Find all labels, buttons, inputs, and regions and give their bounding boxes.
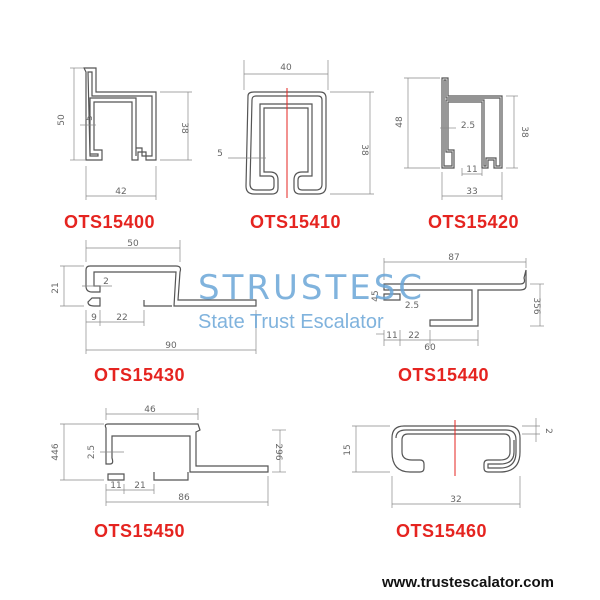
watermark-tagline: State Trust Escalator bbox=[198, 311, 384, 333]
dim-ots15430-gap: 22 bbox=[116, 313, 127, 323]
dim-ots15440-total: 60 bbox=[424, 343, 436, 353]
caption-ots15440: OTS15440 bbox=[398, 365, 490, 385]
profile-ots15440: 87 45 2.5 356 11 22 60 bbox=[371, 253, 544, 353]
profile-ots15410: 40 38 5 bbox=[217, 60, 374, 198]
dim-ots15450-thickness: 2.5 bbox=[87, 445, 97, 459]
watermark-brand: STRUSTESC bbox=[198, 268, 426, 308]
caption-ots15430: OTS15430 bbox=[94, 365, 186, 385]
dim-ots15440-lip: 11 bbox=[386, 331, 397, 341]
dim-ots15430-height: 21 bbox=[51, 282, 61, 293]
dim-ots15450-width: 46 bbox=[144, 405, 156, 415]
caption-ots15420: OTS15420 bbox=[428, 212, 520, 232]
dim-ots15400-height: 50 bbox=[57, 114, 67, 126]
website-url[interactable]: www.trustescalator.com bbox=[382, 574, 555, 591]
dim-ots15410-thickness: 5 bbox=[217, 149, 223, 159]
profile-ots15450: 46 446 2.5 296 11 21 86 bbox=[51, 405, 286, 506]
dim-ots15410-width: 40 bbox=[280, 63, 292, 73]
dim-ots15430-thickness: 2 bbox=[103, 277, 109, 287]
dim-ots15460-thickness: 2 bbox=[543, 428, 553, 434]
dim-ots15400-width: 42 bbox=[115, 187, 126, 197]
dim-ots15430-width: 50 bbox=[127, 239, 139, 249]
dim-ots15420-inner-height: 38 bbox=[519, 126, 529, 138]
dim-ots15420-height: 48 bbox=[395, 116, 405, 128]
dim-ots15440-height: 45 bbox=[371, 290, 381, 301]
dim-ots15440-thickness: 2.5 bbox=[405, 301, 419, 311]
dim-ots15450-height: 446 bbox=[51, 443, 61, 460]
profile-ots15420: 48 38 33 2.5 11 bbox=[395, 77, 529, 200]
dim-ots15450-gap: 21 bbox=[134, 481, 145, 491]
profile-ots15460: 15 32 2 bbox=[343, 418, 553, 508]
dim-ots15450-total: 86 bbox=[178, 493, 190, 503]
caption-ots15450: OTS15450 bbox=[94, 521, 186, 541]
dim-ots15440-gap: 22 bbox=[408, 331, 419, 341]
dim-ots15400-thickness: 5 bbox=[85, 115, 95, 121]
dim-ots15430-total: 90 bbox=[165, 341, 177, 351]
dim-ots15420-thickness: 2.5 bbox=[461, 121, 475, 131]
dim-ots15450-lip: 11 bbox=[110, 481, 121, 491]
dim-ots15460-height: 15 bbox=[343, 444, 353, 455]
profile-ots15400: 50 38 42 5 bbox=[57, 67, 192, 200]
dim-ots15410-height: 38 bbox=[359, 144, 369, 156]
dim-ots15450-drop: 296 bbox=[273, 443, 283, 460]
caption-ots15410: OTS15410 bbox=[250, 212, 342, 232]
dim-ots15430-lip: 9 bbox=[91, 313, 97, 323]
dim-ots15460-width: 32 bbox=[450, 495, 461, 505]
dim-ots15440-drop: 356 bbox=[531, 297, 541, 314]
dim-ots15400-inner-height: 38 bbox=[179, 122, 189, 134]
caption-ots15400: OTS15400 bbox=[64, 212, 156, 232]
dim-ots15440-width: 87 bbox=[448, 253, 459, 263]
dim-ots15420-width: 33 bbox=[466, 187, 477, 197]
profile-ots15430: 50 21 2 9 22 90 bbox=[51, 239, 257, 354]
dim-ots15420-slot: 11 bbox=[466, 165, 477, 175]
caption-ots15460: OTS15460 bbox=[396, 521, 488, 541]
